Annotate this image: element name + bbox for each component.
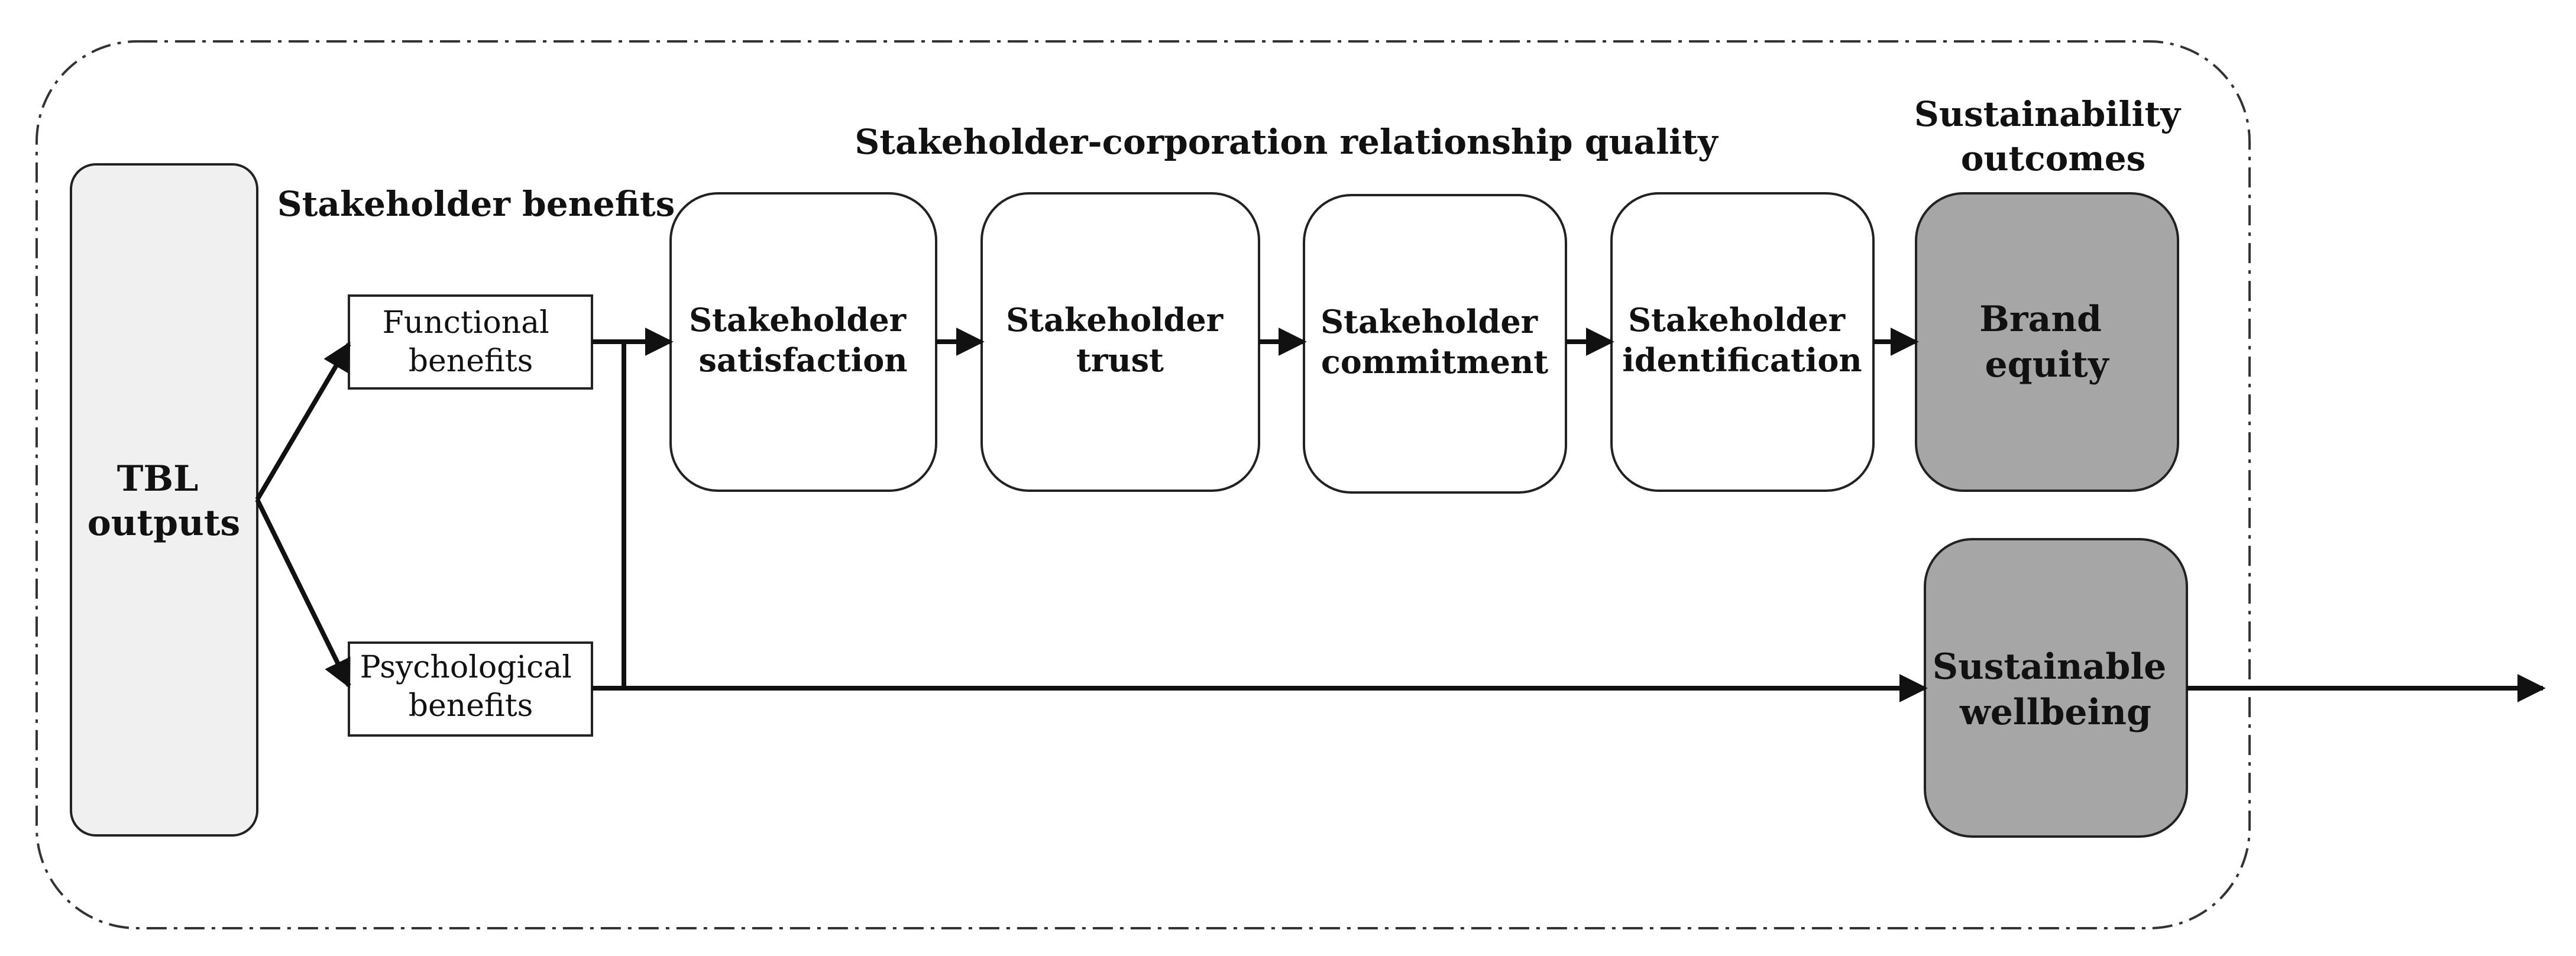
- heading-stakeholder-benefits: Stakeholder benefits: [277, 184, 675, 224]
- sustainable-wellbeing-label: Sustainable wellbeing: [1933, 646, 2179, 733]
- psychological-benefits-label: Psychological benefits: [360, 650, 582, 724]
- outer-frame: [35, 40, 2251, 929]
- arrow-tbl-to-functional: [255, 341, 351, 501]
- stakeholder-commitment-label: Stakeholder commitment: [1321, 303, 1549, 381]
- brand-equity-label: Brand equity: [1979, 299, 2114, 385]
- functional-benefits-label: Functional benefits: [383, 305, 559, 379]
- tbl-outputs-label: TBL outputs: [88, 458, 240, 544]
- psychological-benefits-box: [348, 641, 593, 737]
- stakeholder-trust-label: Stakeholder trust: [1006, 301, 1234, 379]
- stakeholder-identification-label: Stakeholder identification: [1622, 301, 1862, 379]
- sustainable-wellbeing-box: [1924, 538, 2188, 838]
- brand-equity-box: [1915, 192, 2179, 492]
- tbl-outputs-box: [70, 163, 258, 837]
- heading-relationship-quality: Stakeholder-corporation relationship qua…: [855, 122, 1719, 162]
- stakeholder-satisfaction-label: Stakeholder satisfaction: [689, 301, 917, 379]
- arrow-tbl-to-psychological: [255, 498, 351, 689]
- heading-sustainability-outcomes: Sustainability outcomes: [1914, 94, 2192, 179]
